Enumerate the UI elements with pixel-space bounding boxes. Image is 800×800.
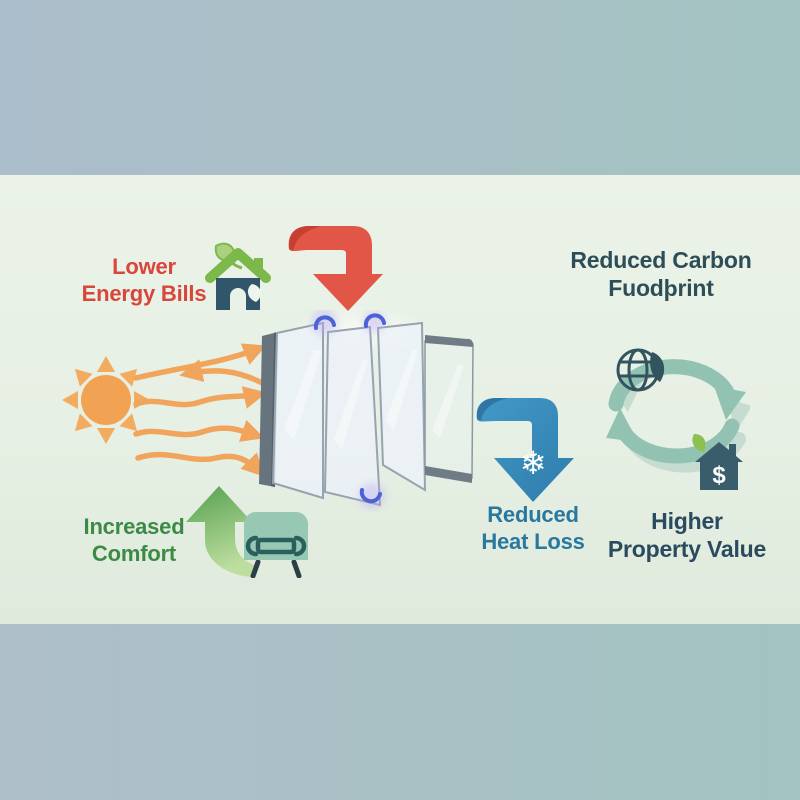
dollar-sign: $ (712, 462, 726, 489)
label-lower-energy-line1: Lower (112, 254, 176, 279)
glass-pane-1 (271, 321, 324, 500)
leaf-icon (692, 434, 706, 452)
label-reduced-carbon: Reduced Carbon Fuodþrint (551, 246, 771, 302)
house-silhouette (695, 442, 743, 490)
pane4-top-frame (425, 335, 474, 347)
label-carbon-line2: Fuodþrint (608, 275, 714, 302)
white-leaf-icon (247, 284, 261, 302)
pane4-bottom-frame (425, 466, 472, 483)
main-panel: Lower Energy Bills Reduced Carbon Fuodþr… (0, 175, 800, 624)
clip-glows (311, 310, 385, 509)
heat-arrow-2 (133, 386, 267, 409)
bottom-band (0, 624, 800, 800)
triple-glazing-panes (259, 310, 474, 509)
label-heat-loss-line2: Heat Loss (481, 528, 585, 554)
sun-icon (62, 356, 150, 444)
globe-leaf (650, 352, 665, 382)
label-higher-property-value: Higher Property Value (577, 507, 797, 563)
label-increased-comfort: Increased Comfort (34, 514, 234, 568)
label-property-line2: Property Value (607, 536, 767, 563)
house-body (216, 278, 260, 310)
chair-outline (245, 535, 307, 557)
globe-meridian (627, 348, 649, 392)
cycle-arrowhead-right (714, 386, 746, 420)
heat-wave-arrows (133, 343, 267, 477)
chimney (254, 258, 263, 271)
label-lower-energy-line2: Energy Bills (81, 280, 207, 306)
green-up-arrow (186, 486, 258, 577)
blue-down-arrow-snowflake: ❄ (476, 398, 574, 502)
globe-parallels (619, 360, 657, 378)
cycle-arcs (608, 359, 740, 464)
label-reduced-heat-loss: Reduced Heat Loss (433, 502, 633, 556)
label-comfort-line2: Comfort (91, 540, 177, 566)
heat-arrow-4 (135, 451, 265, 477)
sun-rays (62, 356, 150, 444)
cycle-arrowhead-left (606, 408, 638, 442)
spacer-clip-top-2 (363, 313, 386, 328)
snowflake-icon: ❄ (520, 444, 547, 482)
chair-legs (250, 559, 302, 578)
armchair-icon (244, 512, 308, 578)
label-heat-loss-line1: Reduced (487, 502, 579, 527)
red-arrow-fold (288, 226, 322, 251)
spacer-clip-top-1 (313, 315, 336, 330)
glass-pane-2 (323, 325, 382, 507)
label-carbon-line1: Reduced Carbon (570, 247, 752, 273)
label-lower-energy-bills: Lower Energy Bills (44, 254, 244, 308)
eco-house-icon (205, 242, 271, 310)
roof (205, 248, 271, 283)
label-comfort-line1: Increased (83, 514, 185, 539)
house-dollar-icon: $ (692, 434, 743, 490)
globe-leaf-icon (616, 348, 665, 392)
reflected-arrow (179, 359, 267, 387)
glass-pane-3 (376, 321, 427, 492)
heat-arrow-3 (133, 419, 265, 442)
top-band (0, 0, 800, 175)
green-arrow-body (186, 486, 258, 577)
red-arrow-body (288, 226, 383, 311)
blue-arrow-fold (476, 398, 508, 421)
spacer-clip-bottom (359, 488, 382, 504)
red-down-arrow (288, 226, 383, 311)
blue-arrow-body (476, 398, 574, 502)
glass-highlights (284, 350, 464, 450)
sun-core (81, 375, 131, 425)
label-property-line1: Higher (651, 508, 723, 534)
